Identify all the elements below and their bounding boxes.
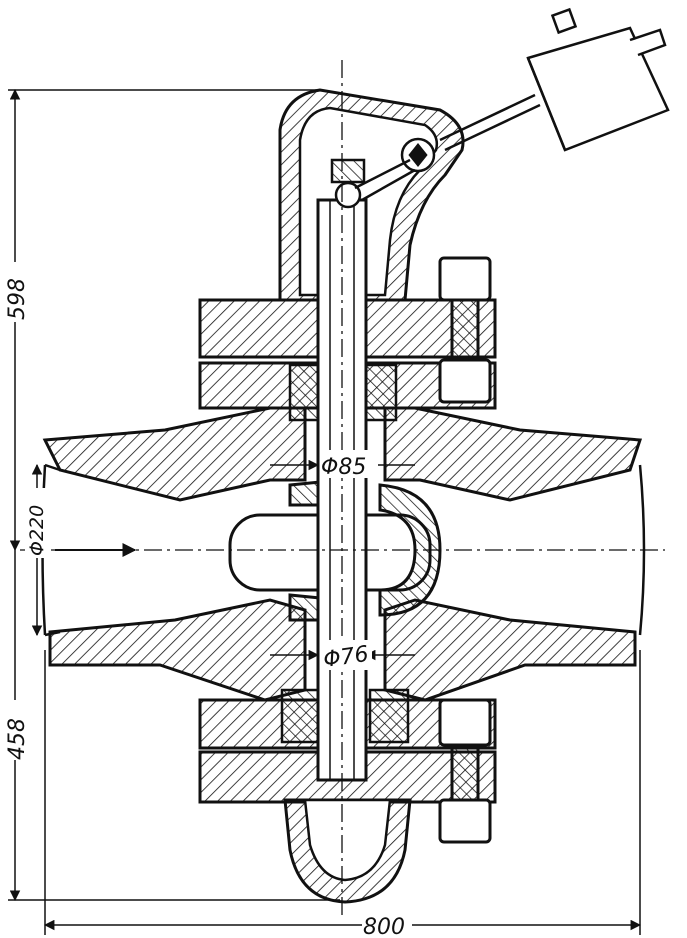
dim-800-label: 800 <box>363 915 405 938</box>
dimension-lines <box>8 88 642 935</box>
dim-76-bg <box>322 640 372 670</box>
lower-cap-cavity <box>303 798 392 882</box>
dim-220-label: Φ220 <box>26 505 48 556</box>
dim-598-bg <box>2 262 28 322</box>
dim-85-label: Φ85 <box>321 455 366 480</box>
dim-598-label: 598 <box>5 278 30 320</box>
dim-458-bg <box>2 700 28 760</box>
valve-body-upper <box>42 406 643 502</box>
dim-220-bg <box>25 488 47 558</box>
dim-85-bg <box>320 450 378 478</box>
gland-sleeves <box>280 363 410 744</box>
center-lines <box>20 60 665 915</box>
lever-mechanism <box>330 93 541 209</box>
dim-76-label: Φ76 <box>322 642 370 673</box>
dim-800-bg <box>362 912 412 938</box>
actuator-box <box>526 7 670 152</box>
upper-stud-bolt <box>438 256 492 404</box>
dim-458-label: 458 <box>5 718 30 760</box>
lower-stud-bolt <box>438 698 492 844</box>
